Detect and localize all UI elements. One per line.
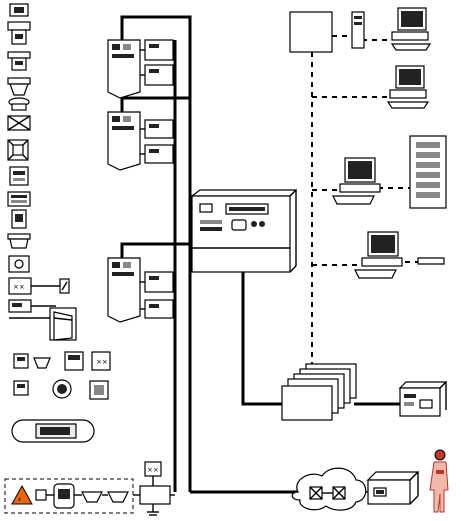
io-module-icon <box>7 191 31 207</box>
gateway-device <box>366 471 420 505</box>
heat-detector-icon <box>7 21 31 45</box>
control-unit <box>398 381 448 417</box>
workstation-2 <box>386 65 430 109</box>
conventional-zone-group: ⚡ <box>4 478 134 514</box>
workstation-3 <box>332 157 381 205</box>
network-server <box>289 11 365 53</box>
interface-module-icon: ×× <box>8 277 70 295</box>
sub-panel-2 <box>107 111 174 171</box>
printer-rack <box>409 135 447 209</box>
hazard-mark: ⚡ <box>17 496 22 504</box>
zone-detector-icon <box>81 491 103 503</box>
firefighter-icon <box>429 449 449 513</box>
smoke-detector-icon <box>9 3 29 17</box>
module-row-1: ×× <box>13 351 111 371</box>
workstation-1 <box>390 7 432 51</box>
workstation-4 <box>354 231 445 279</box>
detector-column: ×× ×× <box>4 3 175 516</box>
main-control-panel <box>190 189 298 273</box>
ionization-detector-icon <box>7 77 31 96</box>
sub-panel-1 <box>107 39 174 99</box>
control-module-mark: ×× <box>147 466 159 474</box>
alarm-module-icon <box>64 351 84 371</box>
hazard-warning-icon <box>11 484 33 505</box>
detector-base-icon <box>7 51 31 71</box>
beacon-icon <box>7 233 31 249</box>
relay-module-icon <box>91 351 111 371</box>
zone-detector-icon-2 <box>107 491 129 503</box>
siren-icon <box>8 255 30 273</box>
door-holder-icon <box>8 299 56 319</box>
sub-panel-3 <box>107 257 174 323</box>
interface-module-mark: ×× <box>13 283 25 291</box>
network-cloud <box>291 467 367 511</box>
beam-detector-icon <box>7 115 31 131</box>
manual-call-point-icon <box>7 139 29 161</box>
relay-module-mark: ×× <box>96 358 108 366</box>
zone-control-module: ×× <box>133 461 175 516</box>
keyswitch-icon <box>9 166 29 186</box>
sounder-base-icon <box>33 357 51 369</box>
duct-detector-icon <box>11 419 95 443</box>
network-links <box>311 35 418 380</box>
sounder-icon <box>11 209 27 229</box>
repeater-stack <box>281 363 357 421</box>
optical-detector-icon <box>8 97 30 111</box>
module-row-2 <box>13 379 109 400</box>
bus-wiring <box>120 15 400 494</box>
zone-indicator-icon <box>35 489 47 501</box>
door-icon <box>49 307 77 341</box>
